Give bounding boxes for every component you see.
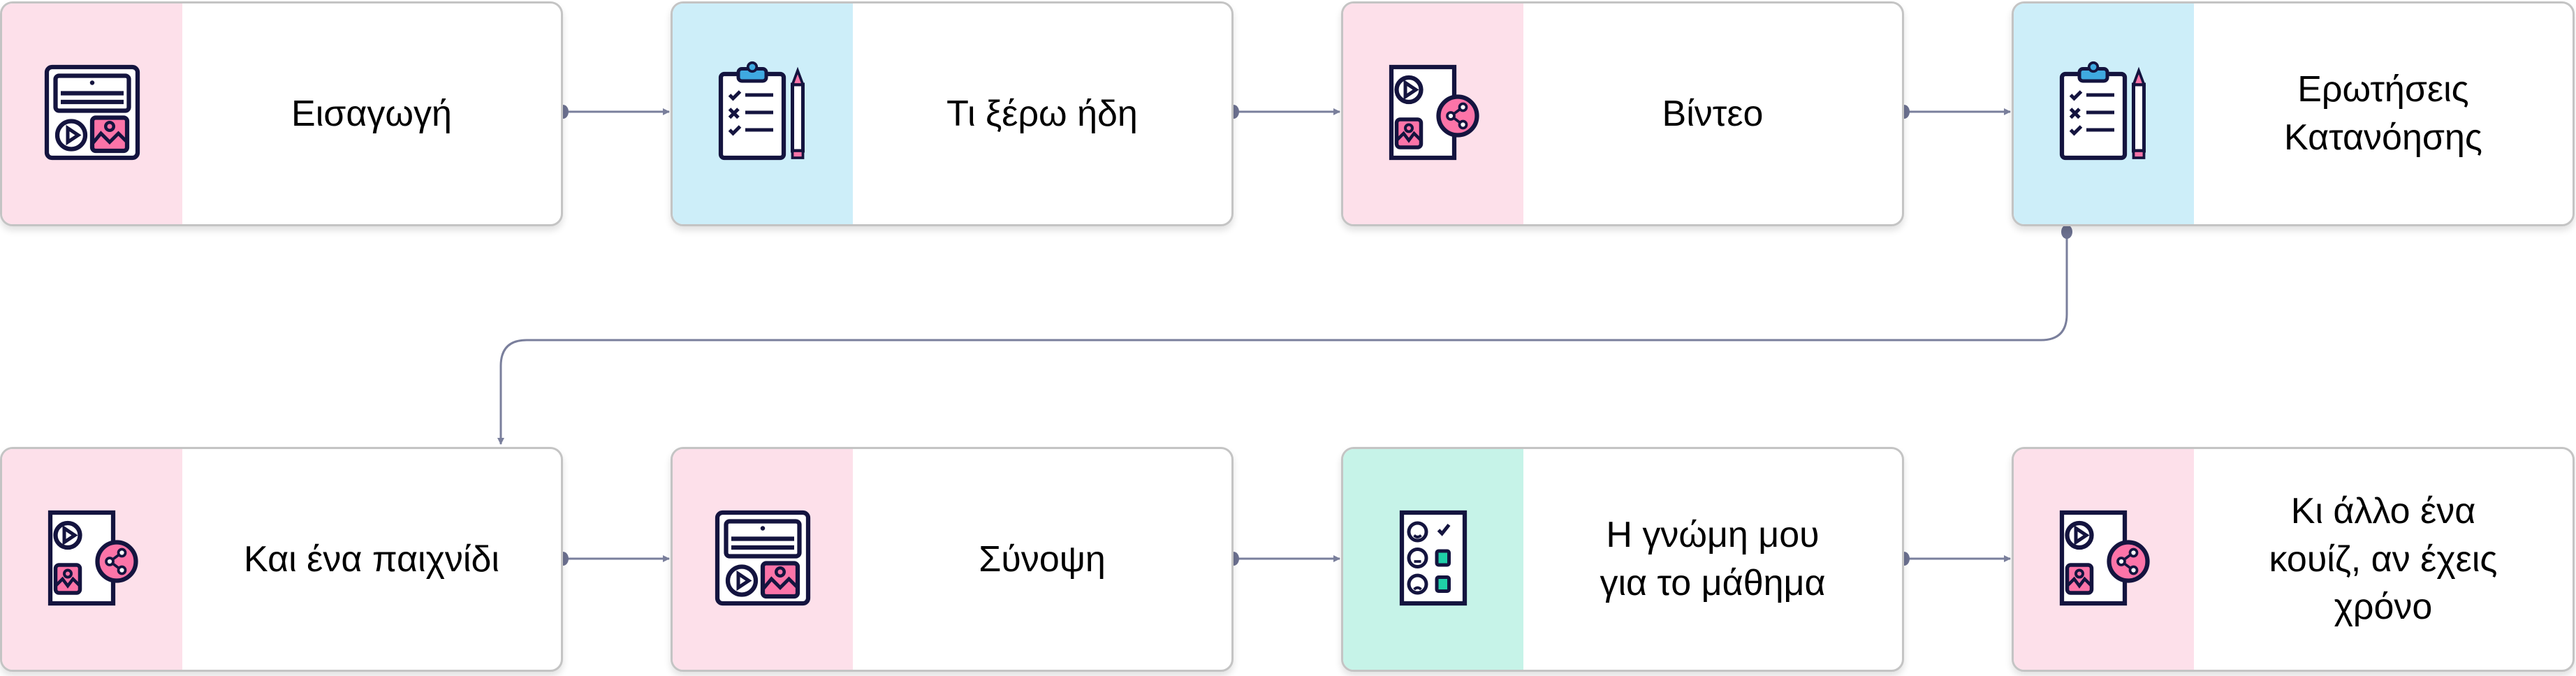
step-label: Ερωτήσεις Κατανόησης [2284,69,2482,158]
connector-dot [2061,225,2072,239]
video-share-icon [2051,506,2156,614]
icon-panel [1343,449,1523,670]
step-label: Εισαγωγή [291,93,452,134]
media-layout-icon [40,60,145,168]
step-card[interactable]: Κι άλλο ένα κουίζ, αν έχεις χρόνο [2012,447,2575,672]
step-card[interactable]: Και ένα παιχνίδι [0,447,563,672]
icon-panel [2014,3,2194,224]
step-card[interactable]: Ερωτήσεις Κατανόησης [2012,1,2575,226]
feedback-survey-icon [1381,506,1486,614]
icon-panel [2014,449,2194,670]
step-card[interactable]: Τι ξέρω ήδη [671,1,1234,226]
step-label: Κι άλλο ένα κουίζ, αν έχεις χρόνο [2269,491,2498,628]
clipboard-checklist-icon [2051,60,2156,168]
video-share-icon [40,506,145,614]
step-label: Και ένα παιχνίδι [244,538,499,580]
connector-arrow [497,232,2068,445]
icon-panel [2,449,182,670]
icon-panel [673,449,853,670]
step-card[interactable]: Βίντεο [1341,1,1904,226]
step-label: Βίντεο [1662,93,1764,134]
step-card[interactable]: Εισαγωγή [0,1,563,226]
icon-panel [673,3,853,224]
step-card[interactable]: Σύνοψη [671,447,1234,672]
icon-panel [1343,3,1523,224]
step-card[interactable]: Η γνώμη μου για το μάθημα [1341,447,1904,672]
icon-panel [2,3,182,224]
step-label: Τι ξέρω ήδη [946,93,1138,134]
step-label: Σύνοψη [979,538,1106,580]
video-share-icon [1381,60,1486,168]
step-label: Η γνώμη μου για το μάθημα [1600,515,1826,603]
media-layout-icon [710,506,815,614]
clipboard-checklist-icon [710,60,815,168]
